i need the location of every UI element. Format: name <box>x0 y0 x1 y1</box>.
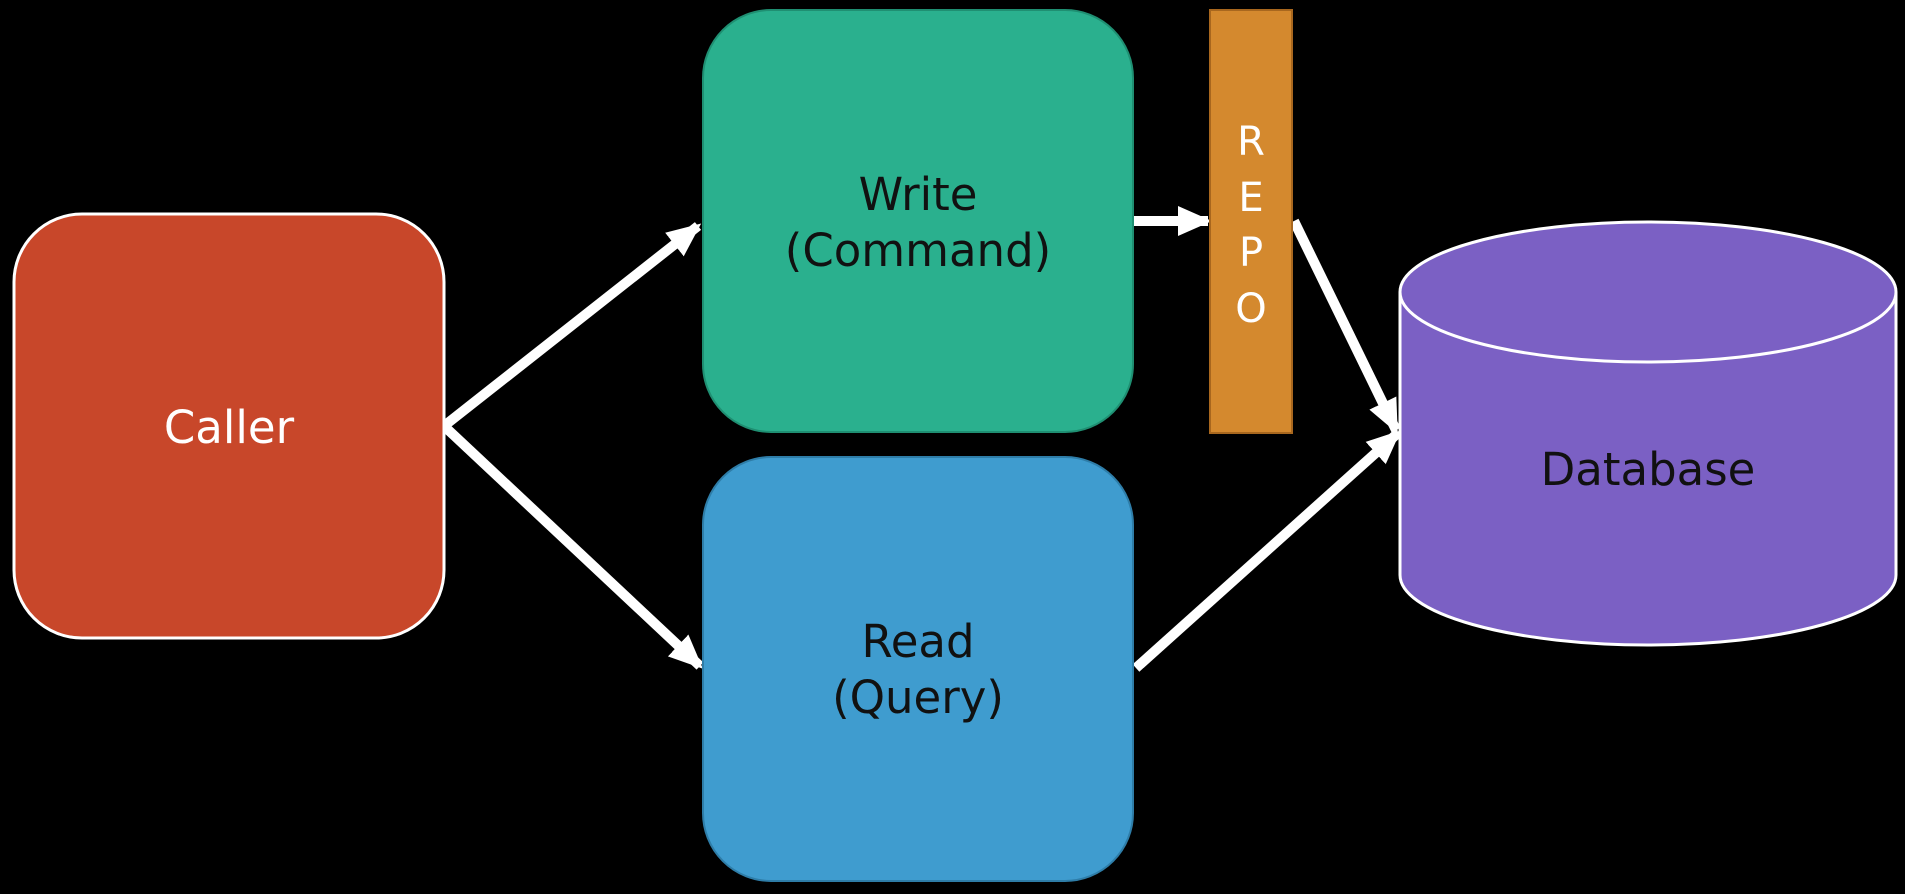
database-node: Database <box>1398 220 1898 647</box>
database-body <box>1398 292 1898 647</box>
arrow-caller-to-write <box>440 222 702 430</box>
repo-node: R E P O <box>1209 9 1293 434</box>
read-node: Read (Query) <box>702 456 1134 882</box>
write-node: Write (Command) <box>702 9 1134 433</box>
read-label-line1: Read <box>861 615 974 668</box>
read-label-line2: (Query) <box>832 671 1004 724</box>
database-label: Database <box>1541 443 1756 496</box>
repo-letter: R <box>1237 119 1265 165</box>
edges <box>440 206 1402 672</box>
caller-label: Caller <box>164 401 295 454</box>
caller-box <box>12 212 446 640</box>
repo-box <box>1209 9 1293 434</box>
write-box <box>702 9 1134 433</box>
arrow-repo-to-database <box>1289 218 1401 434</box>
caller-node: Caller <box>12 212 446 640</box>
read-box <box>702 456 1134 882</box>
repo-letter: O <box>1235 286 1266 332</box>
database-top <box>1398 220 1898 364</box>
arrow-read-to-database <box>1132 429 1402 672</box>
write-label-line1: Write <box>859 168 978 221</box>
write-label-line2: (Command) <box>785 224 1051 277</box>
repo-letter: E <box>1238 175 1263 221</box>
repo-letter: P <box>1239 230 1263 276</box>
arrow-caller-to-read <box>440 422 704 670</box>
